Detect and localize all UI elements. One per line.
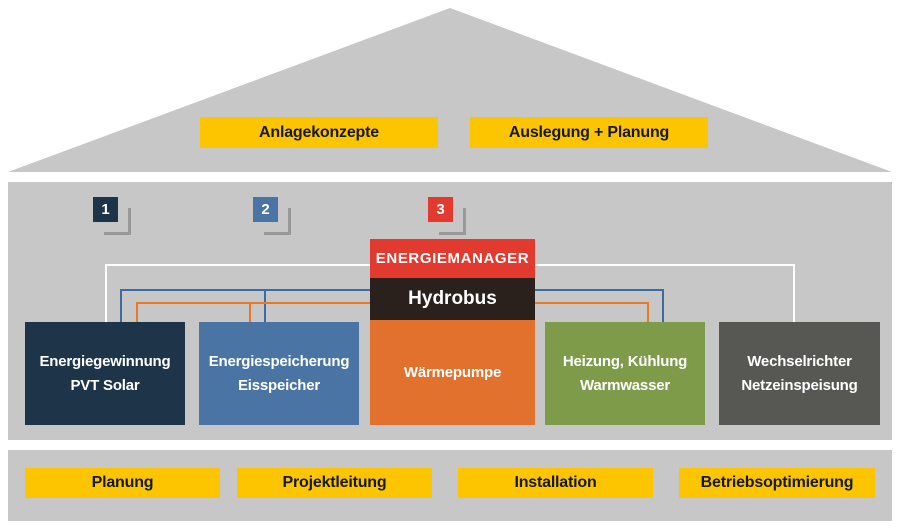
energiemanager-box: ENERGIEMANAGER bbox=[370, 239, 535, 278]
component-label-line: Eisspeicher bbox=[237, 376, 320, 394]
step-bracket-icon bbox=[104, 208, 131, 235]
step-number: 3 bbox=[428, 197, 453, 222]
component-wechselrichter-netzeinspeisung: Wechselrichter Netzeinspeisung bbox=[719, 322, 880, 425]
step-number: 2 bbox=[253, 197, 278, 222]
roof-shape bbox=[8, 8, 892, 172]
footer-label-installation: Installation bbox=[458, 468, 653, 498]
component-label-line: Energiespeicherung bbox=[208, 352, 350, 370]
footer-label-planung: Planung bbox=[25, 468, 220, 498]
component-energiespeicherung-eisspeicher: Energiespeicherung Eisspeicher bbox=[199, 322, 359, 425]
step-bracket-icon bbox=[439, 208, 466, 235]
blue-connection-drop bbox=[264, 289, 266, 349]
component-label-line: Energiegewinnung bbox=[39, 352, 171, 370]
step-2-icon: 2 bbox=[253, 197, 291, 235]
footer-label-betriebsoptimierung: Betriebsoptimierung bbox=[679, 468, 875, 498]
component-label-line: PVT Solar bbox=[70, 376, 140, 394]
component-energiegewinnung-pvt-solar: Energiegewinnung PVT Solar bbox=[25, 322, 185, 425]
step-bracket-icon bbox=[264, 208, 291, 235]
component-label-line: Warmwasser bbox=[580, 376, 670, 394]
step-3-icon: 3 bbox=[428, 197, 466, 235]
component-label-line: Heizung, Kühlung bbox=[562, 352, 688, 370]
footer-label-projektleitung: Projektleitung bbox=[237, 468, 432, 498]
roof-label-anlagekonzepte: Anlagekonzepte bbox=[200, 117, 438, 148]
component-waermepumpe: Wärmepumpe bbox=[370, 320, 535, 425]
step-1-icon: 1 bbox=[93, 197, 131, 235]
hydrobus-box: Hydrobus bbox=[370, 278, 535, 320]
component-heizung-kuehlung-warmwasser: Heizung, Kühlung Warmwasser bbox=[545, 322, 705, 425]
step-number: 1 bbox=[93, 197, 118, 222]
component-label-line: Netzeinspeisung bbox=[741, 376, 858, 394]
roof-label-auslegung-planung: Auslegung + Planung bbox=[470, 117, 708, 148]
component-label-line: Wärmepumpe bbox=[403, 363, 502, 381]
component-label-line: Wechselrichter bbox=[747, 352, 852, 370]
